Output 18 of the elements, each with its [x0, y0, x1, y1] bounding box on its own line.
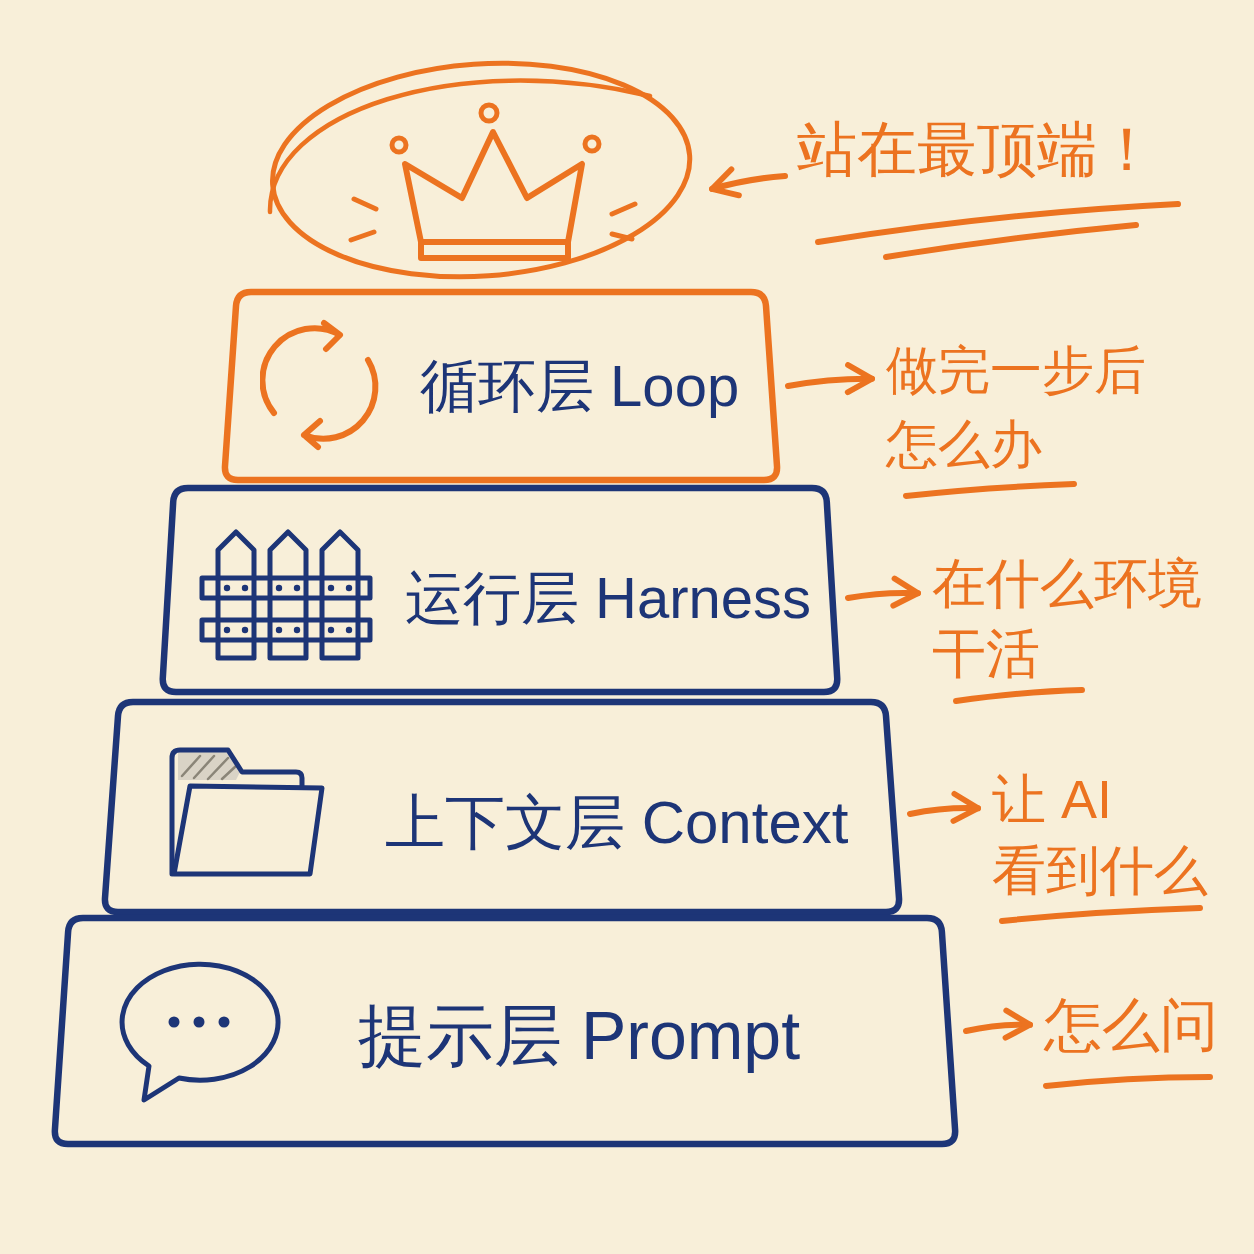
annotation: 让 AI 看到什么	[992, 764, 1218, 907]
layer-box	[100, 698, 904, 916]
layer-label: 运行层 Harness	[405, 564, 812, 633]
layer-label: 提示层 Prompt	[358, 995, 801, 1075]
annotation: 在什么环境干活	[932, 548, 1214, 689]
annotation: 做完一步后怎么办	[886, 334, 1158, 482]
arrow	[785, 362, 875, 396]
layer-box	[158, 484, 842, 696]
arrow	[907, 791, 981, 825]
annotation: 站在最顶端！	[797, 114, 1157, 186]
layer-label: 上下文层 Context	[385, 788, 849, 858]
annotation: 怎么问	[1044, 990, 1218, 1060]
layer-box	[50, 914, 960, 1148]
layer-box	[220, 288, 782, 484]
arrow	[963, 1007, 1033, 1041]
layer-label: 循环层 Loop	[420, 352, 740, 421]
arrow	[709, 166, 788, 199]
arrow	[845, 575, 921, 609]
